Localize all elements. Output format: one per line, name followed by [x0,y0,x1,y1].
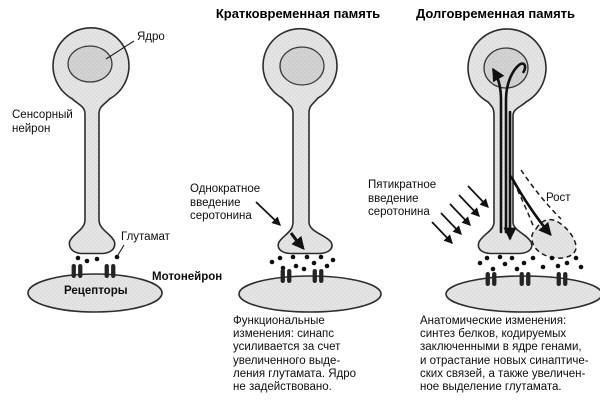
five-serotonin-arrow-4 [440,212,462,235]
nucleus-leader-line [105,40,135,60]
growth-label: Рост [546,192,571,204]
serotonin-arrows [255,185,489,244]
motoneuron-middle [238,275,382,313]
nucleus-middle [279,46,325,86]
neuron-middle-body [262,27,338,255]
five-serotonin-arrow-3 [449,203,471,226]
signal-growth-branch-arrow [510,176,552,236]
nuclei [67,45,529,89]
five-serotonin-arrow-1 [467,185,489,208]
single-serotonin-arrow [255,201,281,226]
signal-to-nucleus-arrow [492,67,505,234]
five-serotonin-arrow-5 [431,221,453,244]
five-serotonin-label: Пятикратное введение серотонина [368,179,437,218]
motoneuron-left [27,273,163,313]
motoneuron-right [445,275,600,313]
nucleus-label: Ядро [137,31,165,43]
short-term-memory-title: Кратковременная память [215,6,381,21]
sensory-neuron-label: Сенсорный нейрон [12,109,73,135]
growth-sleeve-left [509,173,535,229]
functional-changes-caption: Функциональные изменения: синапс усилива… [233,315,357,394]
neuron-left-body [52,27,130,255]
glutamate-label: Глутамат [121,231,170,243]
nucleus-right [483,47,529,89]
growth-blob [531,218,577,259]
motoneuron-label: Мотонейрон [152,271,223,283]
leader-lines [105,40,135,256]
signal-nucleus-hook [504,62,527,234]
anatomical-changes-caption: Анатомические изменения: синтез белков, … [420,315,589,394]
signal-arrows-right [492,62,552,241]
nucleus-left [67,45,113,83]
glutamate-leader-line [117,244,125,256]
five-serotonin-arrow-2 [458,194,480,217]
terminal-curved-arrow [289,232,305,250]
receptor-channels [71,264,568,286]
long-term-memory-title: Долговременная память [415,6,576,21]
motoneuron-bodies [27,273,600,313]
single-serotonin-label: Однократное введение серотонина [190,183,261,222]
receptors-label: Рецепторы [64,285,128,297]
glutamate-dots [75,254,584,272]
